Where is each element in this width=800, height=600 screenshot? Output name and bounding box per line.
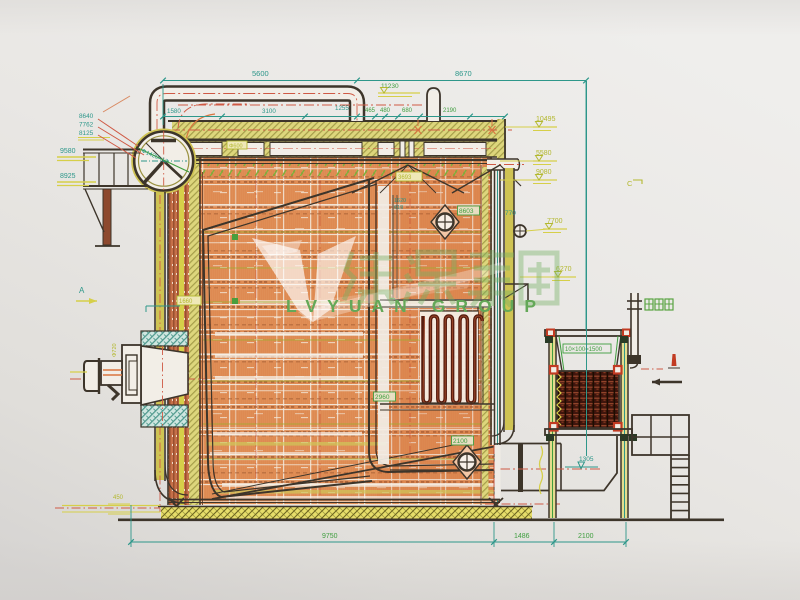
svg-text:8640: 8640 (79, 113, 94, 120)
svg-text:1620: 1620 (394, 198, 406, 204)
svg-text:Φ600: Φ600 (229, 144, 243, 150)
svg-text:9580: 9580 (60, 148, 76, 155)
svg-text:1305: 1305 (579, 456, 594, 463)
svg-text:480: 480 (380, 108, 391, 114)
svg-text:2960: 2960 (375, 394, 390, 401)
svg-text:7700: 7700 (547, 218, 563, 225)
svg-text:450: 450 (113, 495, 124, 501)
svg-text:8670: 8670 (455, 69, 472, 78)
svg-text:8125: 8125 (79, 130, 94, 137)
svg-text:1580: 1580 (167, 108, 181, 115)
svg-text:9080: 9080 (536, 169, 552, 176)
svg-text:1486: 1486 (514, 533, 530, 540)
svg-text:770: 770 (505, 210, 516, 217)
svg-text:8925: 8925 (60, 173, 76, 180)
svg-text:2100: 2100 (453, 438, 468, 445)
svg-text:619: 619 (394, 205, 403, 211)
svg-text:10495: 10495 (536, 116, 556, 123)
svg-text:680: 680 (402, 108, 413, 114)
svg-text:Φ720: Φ720 (112, 343, 118, 357)
svg-text:5600: 5600 (252, 69, 269, 78)
svg-text:1660: 1660 (179, 299, 193, 305)
svg-text:3100: 3100 (262, 108, 276, 115)
svg-text:9750: 9750 (322, 533, 338, 540)
svg-text:C: C (627, 179, 633, 188)
svg-text:465: 465 (365, 108, 376, 114)
svg-text:6270: 6270 (556, 266, 572, 273)
svg-text:2100: 2100 (578, 533, 594, 540)
svg-text:10×100=1500: 10×100=1500 (565, 347, 603, 353)
svg-text:2190: 2190 (443, 108, 457, 114)
svg-text:1255: 1255 (335, 105, 349, 112)
svg-text:3693: 3693 (398, 175, 412, 181)
svg-text:LVYUAN GROUP: LVYUAN GROUP (286, 296, 544, 316)
svg-text:5580: 5580 (536, 150, 552, 157)
svg-text:A: A (79, 286, 85, 295)
svg-text:11230: 11230 (381, 83, 399, 90)
svg-text:8603: 8603 (459, 208, 474, 215)
svg-text:7762: 7762 (79, 122, 94, 129)
